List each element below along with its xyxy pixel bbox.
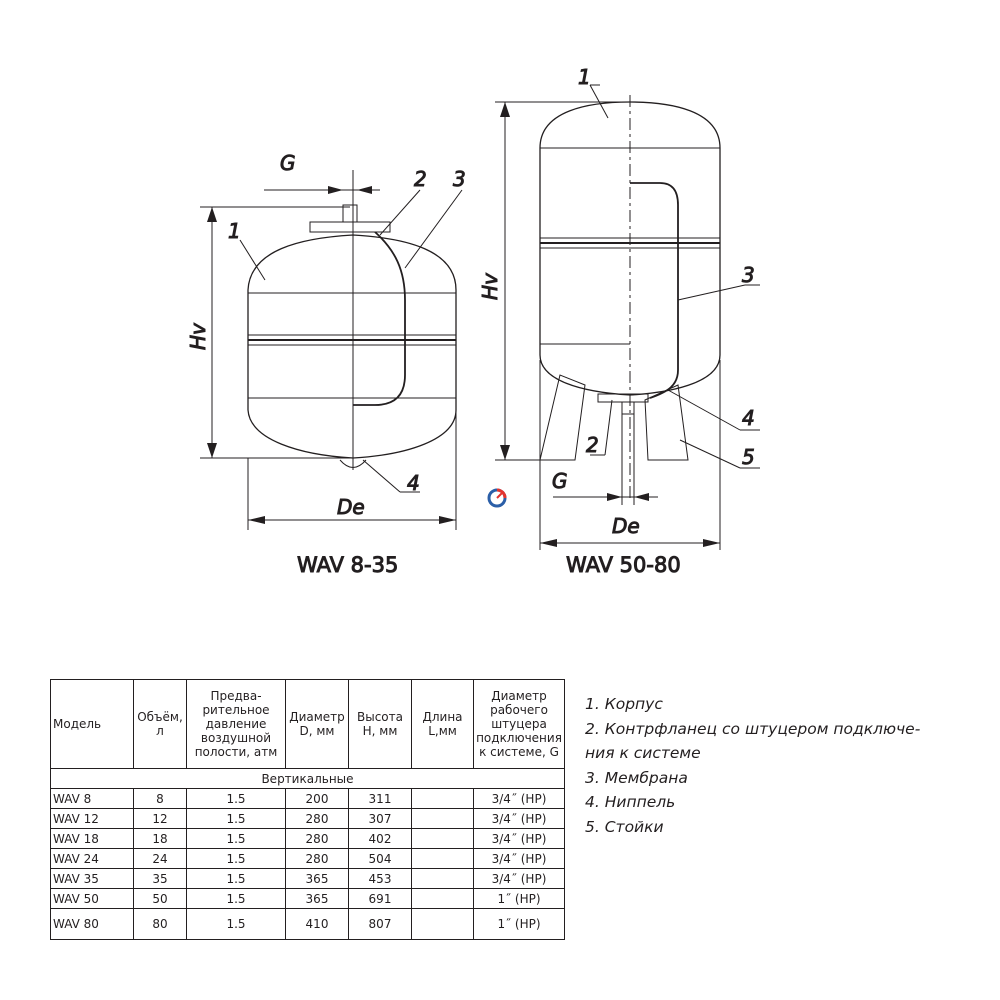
left-callout-3: 3 — [453, 167, 466, 191]
table-cell: WAV 80 — [50, 908, 134, 940]
table-cell: 1.5 — [186, 828, 286, 849]
table-cell: 1˝ (HP) — [473, 888, 565, 909]
table-cell: 24 — [133, 848, 187, 869]
table-cell: 504 — [348, 848, 412, 869]
table-header-row: Модель Объём, л Предва-рительное давлени… — [50, 679, 565, 769]
table-cell: 1.5 — [186, 848, 286, 869]
left-callout-1: 1 — [228, 219, 241, 243]
col-header: Диаметр рабочего штуцера подключения к с… — [473, 679, 565, 769]
table-cell: 410 — [285, 908, 349, 940]
right-dim-g: G — [552, 469, 568, 493]
left-dim-g: G — [280, 151, 296, 175]
right-dim-h: Hv — [478, 272, 502, 300]
right-callout-5: 5 — [742, 445, 755, 469]
col-header: Длина L,мм — [411, 679, 474, 769]
right-callout-4: 4 — [742, 406, 755, 430]
table-cell — [411, 908, 474, 940]
table-cell: 311 — [348, 788, 412, 809]
left-dim-d: De — [337, 495, 365, 519]
table-cell: 1.5 — [186, 788, 286, 809]
table-cell: 307 — [348, 808, 412, 829]
left-callout-4: 4 — [407, 471, 420, 495]
legend-item: 4. Ниппель — [585, 793, 676, 811]
table-cell — [411, 888, 474, 909]
table-cell: 402 — [348, 828, 412, 849]
table-cell: 3/4˝ (HP) — [473, 828, 565, 849]
table-cell: 1.5 — [186, 868, 286, 889]
table-cell: WAV 8 — [50, 788, 134, 809]
table-cell: 453 — [348, 868, 412, 889]
table-cell: 807 — [348, 908, 412, 940]
table-cell: 8 — [133, 788, 187, 809]
table-cell: 12 — [133, 808, 187, 829]
table-cell: 50 — [133, 888, 187, 909]
table-cell: 1.5 — [186, 808, 286, 829]
table-cell — [411, 848, 474, 869]
table-cell: WAV 50 — [50, 888, 134, 909]
table-cell: 280 — [285, 848, 349, 869]
legend-item: 5. Стойки — [585, 817, 664, 836]
left-callout-2: 2 — [414, 167, 427, 191]
tank-wav-50-80 — [495, 84, 760, 550]
col-header: Модель — [50, 679, 134, 769]
right-callout-1: 1 — [578, 65, 591, 89]
table-cell — [411, 868, 474, 889]
table-cell: 3/4˝ (HP) — [473, 788, 565, 809]
table-cell: 1˝ (HP) — [473, 908, 565, 940]
table-cell: WAV 12 — [50, 808, 134, 829]
right-callout-3: 3 — [742, 263, 755, 287]
table-cell: WAV 35 — [50, 868, 134, 889]
table-cell: 35 — [133, 868, 187, 889]
table-cell: 280 — [285, 828, 349, 849]
table-cell: 365 — [285, 868, 349, 889]
legend: 1. Корпус 2. Контрфланец со штуцером под… — [585, 692, 920, 839]
table-cell: 1.5 — [186, 888, 286, 909]
right-caption: WAV 50-80 — [566, 553, 681, 577]
col-header: Предва-рительное давление воздушной поло… — [186, 679, 286, 769]
table-cell — [411, 828, 474, 849]
right-callout-2: 2 — [586, 433, 599, 457]
right-dim-d: De — [612, 514, 640, 538]
col-header: Высота H, мм — [348, 679, 412, 769]
legend-item: 2. Контрфланец со штуцером подключе- — [585, 719, 921, 738]
legend-item: 3. Мембрана — [585, 768, 688, 787]
table-cell: 18 — [133, 828, 187, 849]
table-cell: 365 — [285, 888, 349, 909]
group-row: Вертикальные — [50, 768, 565, 789]
table-cell: 3/4˝ (HP) — [473, 868, 565, 889]
tank-wav-8-35 — [200, 170, 463, 530]
table-cell: WAV 24 — [50, 848, 134, 869]
technical-drawing: G Hv De 1 2 3 4 WAV 8-35 G Hv De 1 2 3 4… — [186, 65, 760, 578]
table-cell: 280 — [285, 808, 349, 829]
table-cell: 1.5 — [186, 908, 286, 940]
table-cell — [411, 788, 474, 809]
table-cell: WAV 18 — [50, 828, 134, 849]
left-dim-h: Hv — [186, 322, 210, 350]
legend-item: ния к системе — [585, 744, 701, 762]
col-header: Объём, л — [133, 679, 187, 769]
specs-table: Модель Объём, л Предва-рительное давлени… — [50, 679, 565, 940]
legend-item: 1. Корпус — [585, 695, 663, 713]
left-caption: WAV 8-35 — [297, 553, 398, 577]
table-cell: 3/4˝ (HP) — [473, 848, 565, 869]
table-cell: 3/4˝ (HP) — [473, 808, 565, 829]
table-cell: 691 — [348, 888, 412, 909]
table-cell: 200 — [285, 788, 349, 809]
col-header: Диаметр D, мм — [285, 679, 349, 769]
table-cell — [411, 808, 474, 829]
logo-icon — [487, 488, 507, 508]
table-cell: 80 — [133, 908, 187, 940]
